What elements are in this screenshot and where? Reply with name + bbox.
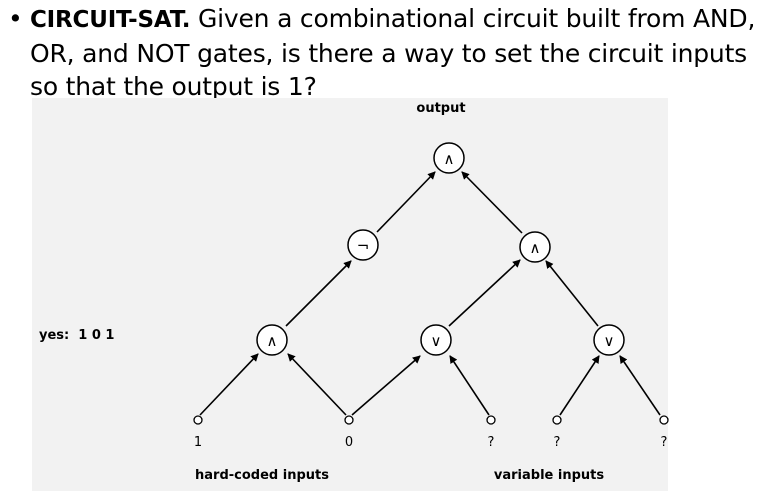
gate-mid-or-symbol: ∨	[431, 332, 442, 350]
input-terminals	[193, 415, 669, 425]
hard-coded-inputs-label: hard-coded inputs	[195, 468, 329, 483]
wire-right-and-to-top-and	[461, 171, 523, 234]
wire-mid-or-to-right-and	[448, 259, 521, 327]
gate-right-or: ∨	[593, 324, 625, 356]
wire-in4-to-right-or	[559, 355, 600, 416]
input-terminal-2	[344, 415, 354, 425]
input-terminal-4	[552, 415, 562, 425]
gate-right-and: ∧	[519, 231, 551, 263]
output-label: output	[416, 101, 465, 116]
gate-left-and: ∧	[256, 324, 288, 356]
wire-in3-to-mid-or	[449, 355, 490, 416]
circuit-panel	[32, 98, 668, 491]
yes-assignment-label: yes: 1 0 1	[39, 328, 114, 343]
gate-mid-or: ∨	[420, 324, 452, 356]
wire-in5-to-right-or	[619, 355, 661, 416]
bullet-marker: •	[8, 4, 23, 33]
problem-description: Given a combinational circuit built from…	[30, 4, 756, 101]
gate-right-or-symbol: ∨	[604, 332, 615, 350]
problem-statement: • CIRCUIT-SAT. Given a combinational cir…	[8, 2, 768, 103]
input-value-1: 1	[194, 435, 202, 450]
problem-text: CIRCUIT-SAT. Given a combinational circu…	[30, 2, 768, 103]
wire-in1-to-left-and	[199, 353, 259, 416]
problem-term: CIRCUIT-SAT.	[30, 7, 191, 33]
input-value-5: ?	[661, 435, 668, 450]
input-terminal-3	[486, 415, 496, 425]
wire-in2-to-mid-or	[351, 355, 421, 416]
wire-right-or-to-right-and	[545, 260, 599, 327]
wire-in2-to-left-and	[287, 353, 347, 416]
variable-inputs-label: variable inputs	[494, 468, 604, 483]
wire-left-and-to-not	[285, 260, 352, 327]
input-value-2: 0	[345, 435, 353, 450]
gate-not: ¬	[347, 229, 379, 261]
wire-not-to-top-and	[376, 171, 436, 233]
gate-top-and: ∧	[433, 142, 465, 174]
input-value-3: ?	[488, 435, 495, 450]
input-value-4: ?	[554, 435, 561, 450]
wires	[199, 171, 661, 416]
gate-top-and-symbol: ∧	[444, 150, 455, 168]
gate-not-symbol: ¬	[357, 237, 370, 255]
gate-right-and-symbol: ∧	[530, 239, 541, 257]
input-terminal-5	[659, 415, 669, 425]
input-terminal-1	[193, 415, 203, 425]
gate-left-and-symbol: ∧	[267, 332, 278, 350]
